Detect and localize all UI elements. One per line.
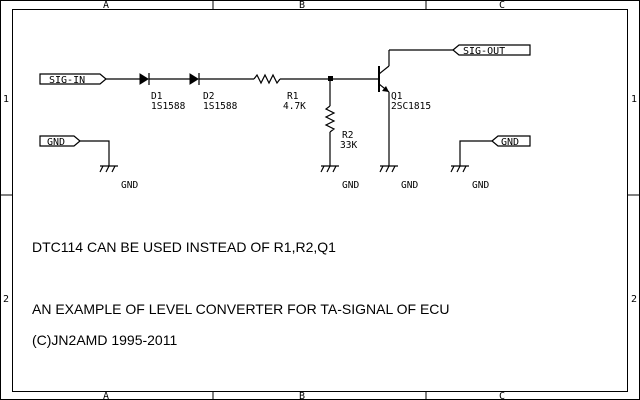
column-marker-b-bottom: B bbox=[299, 391, 305, 400]
gnd-port-left[interactable]: GND bbox=[39, 135, 81, 148]
ground-label-3: GND bbox=[401, 180, 418, 191]
column-marker-c-bottom: C bbox=[499, 391, 505, 400]
d2-value: 1S1588 bbox=[203, 101, 238, 112]
r2-value: 33K bbox=[340, 140, 357, 151]
r1-value: 4.7K bbox=[283, 101, 306, 112]
gnd-port-right[interactable]: GND bbox=[491, 135, 531, 148]
column-marker-a-top: A bbox=[103, 0, 109, 11]
ground-label-4: GND bbox=[472, 180, 489, 191]
gnd-port-right-label: GND bbox=[501, 137, 519, 148]
sig-in-port[interactable]: SIG-IN bbox=[39, 73, 107, 86]
d1-ref: D1 bbox=[151, 91, 163, 102]
row-marker-2-left: 2 bbox=[3, 294, 9, 305]
sig-out-port[interactable]: SIG-OUT bbox=[452, 44, 531, 57]
ground-symbol-1: GND bbox=[99, 165, 138, 191]
resistor-r1[interactable]: R1 4.7K bbox=[253, 73, 306, 112]
q1-value: 2SC1815 bbox=[391, 101, 431, 112]
row-marker-1-left: 1 bbox=[3, 94, 9, 105]
r2-ref: R2 bbox=[342, 130, 353, 141]
ground-label-2: GND bbox=[342, 180, 359, 191]
column-marker-b-top: B bbox=[299, 0, 305, 11]
row-marker-1-right: 1 bbox=[631, 94, 637, 105]
note-substitute: DTC114 CAN BE USED INSTEAD OF R1,R2,Q1 bbox=[32, 239, 336, 255]
sig-in-label: SIG-IN bbox=[49, 75, 85, 86]
ground-label-1: GND bbox=[121, 180, 138, 191]
r1-ref: R1 bbox=[287, 91, 299, 102]
ground-symbol-2: GND bbox=[320, 165, 359, 191]
d2-ref: D2 bbox=[203, 91, 214, 102]
resistor-r2[interactable]: R2 33K bbox=[324, 105, 357, 151]
note-description: AN EXAMPLE OF LEVEL CONVERTER FOR TA-SIG… bbox=[32, 301, 450, 317]
row-marker-2-right: 2 bbox=[631, 294, 637, 305]
sig-out-label: SIG-OUT bbox=[463, 46, 505, 57]
ground-symbol-4: GND bbox=[450, 165, 489, 191]
d1-value: 1S1588 bbox=[151, 101, 186, 112]
transistor-q1[interactable]: Q1 2SC1815 bbox=[378, 65, 431, 112]
junction-dot bbox=[328, 76, 333, 81]
note-copyright: (C)JN2AMD 1995-2011 bbox=[32, 332, 177, 348]
q1-ref: Q1 bbox=[391, 91, 403, 102]
ground-symbol-3: GND bbox=[379, 165, 418, 191]
column-marker-c-top: C bbox=[499, 0, 505, 11]
column-marker-a-bottom: A bbox=[103, 391, 109, 400]
gnd-port-left-label: GND bbox=[47, 137, 65, 148]
